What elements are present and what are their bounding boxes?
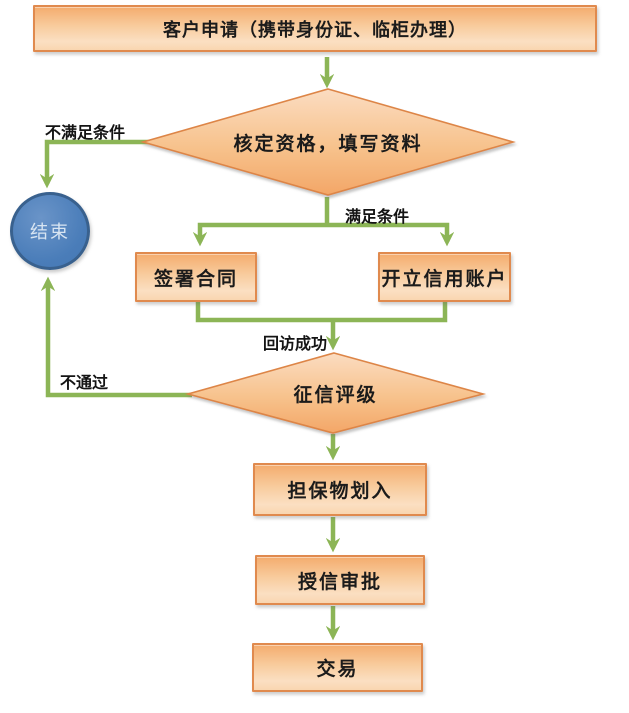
edge-label-satisfied: 满足条件	[345, 207, 410, 226]
node-customer-application: 客户申请（携带身份证、临柜办理）	[33, 5, 597, 52]
edge-label-not-passed: 不通过	[60, 373, 109, 392]
node-transaction: 交易	[252, 643, 423, 692]
decision-credit-rating-shape	[184, 352, 487, 434]
node-credit-approval: 授信审批	[255, 555, 425, 605]
decision-verify-qualification-shape	[140, 88, 516, 196]
terminator-end: 结束	[10, 192, 90, 270]
node-collateral-transfer: 担保物划入	[253, 463, 427, 516]
edge-split-to-branches	[192, 222, 455, 247]
edge-branches-merge	[195, 302, 448, 323]
edge-label-callback-success: 回访成功	[263, 334, 328, 353]
edge-rating-to-end	[40, 276, 192, 398]
node-open-credit-account: 开立信用账户	[378, 252, 511, 302]
edge-verify-to-end	[39, 139, 150, 189]
node-sign-contract: 签署合同	[135, 252, 257, 302]
edge-label-not-satisfied: 不满足条件	[45, 123, 126, 142]
